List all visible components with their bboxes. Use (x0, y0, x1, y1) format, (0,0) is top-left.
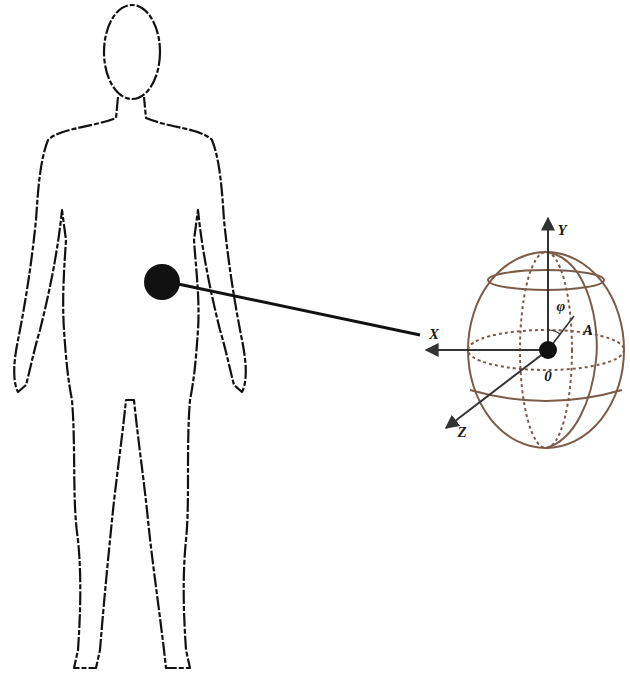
axis-label: X (429, 327, 439, 342)
origin-dot (539, 341, 557, 359)
axis-label: Z (457, 425, 466, 440)
human-silhouette (14, 5, 246, 668)
axes (426, 218, 574, 428)
angle-label: φ (557, 299, 566, 314)
axis-label: Y (557, 223, 566, 238)
origin-label: 0 (544, 369, 552, 384)
sensor-dot (144, 264, 180, 300)
leader-line (178, 284, 420, 335)
point-label: A (583, 323, 593, 338)
